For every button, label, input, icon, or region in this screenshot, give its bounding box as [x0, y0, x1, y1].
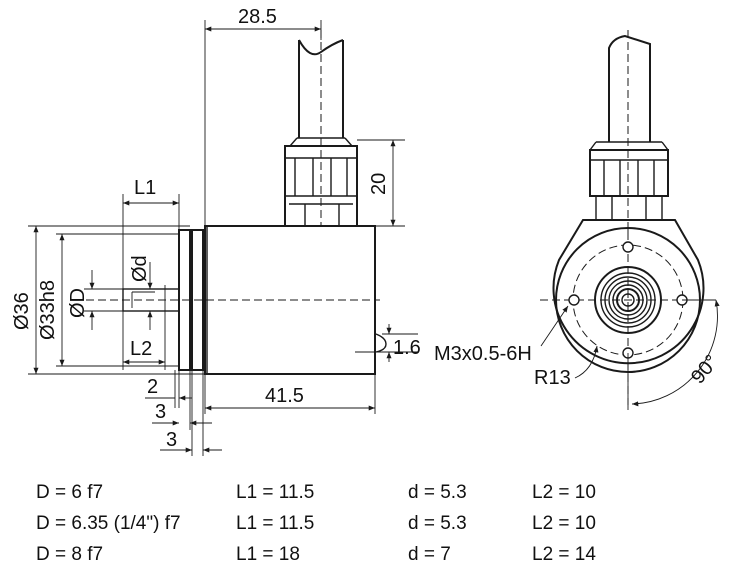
row3-L1: L1 = 18: [236, 544, 300, 565]
dim-3-upper: 3: [155, 401, 166, 423]
dim-dia-33h8: Ø33h8: [37, 280, 59, 340]
dim-2: 2: [147, 376, 158, 398]
label-thread: M3x0.5-6H: [434, 343, 532, 365]
dim-dia-d: Ød: [129, 255, 151, 282]
dim-1-6: 1.6: [393, 337, 421, 359]
dim-dia-36: Ø36: [11, 292, 33, 330]
side-view: 28.5 20 L1 L2 Ø36 Ø33h8 ØD: [11, 6, 421, 456]
row3-L2: L2 = 14: [532, 544, 596, 565]
cable-gland-front: [589, 141, 669, 221]
cable: [298, 30, 344, 226]
dim-28-5: 28.5: [238, 6, 277, 28]
dim-L2: L2: [130, 338, 152, 360]
row1-D: D = 6 f7: [36, 482, 104, 503]
label-radius: R13: [534, 367, 571, 389]
row1-L2: L2 = 10: [532, 482, 596, 503]
dim-L1: L1: [134, 177, 156, 199]
mount-hole-top: [622, 241, 634, 253]
row3-d: d = 7: [408, 544, 451, 565]
label-angle: 90°: [687, 351, 723, 388]
front-view: M3x0.5-6H R13 90°: [434, 30, 723, 410]
dim-3-lower: 3: [166, 429, 177, 451]
row3-D: D = 8 f7: [36, 544, 104, 565]
row1-L1: L1 = 11.5: [236, 482, 315, 503]
dim-dia-D: ØD: [67, 288, 89, 318]
row2-d: d = 5.3: [408, 513, 467, 534]
mount-hole-left: [568, 294, 580, 306]
dim-20: 20: [368, 173, 390, 195]
row1-d: d = 5.3: [408, 482, 467, 503]
dim-41-5: 41.5: [265, 385, 304, 407]
cable-front: [608, 30, 651, 240]
row2-D: D = 6.35 (1/4") f7: [36, 513, 181, 534]
row2-L2: L2 = 10: [532, 513, 596, 534]
row2-L1: L1 = 11.5: [236, 513, 315, 534]
flange-plate-2: [191, 229, 204, 371]
